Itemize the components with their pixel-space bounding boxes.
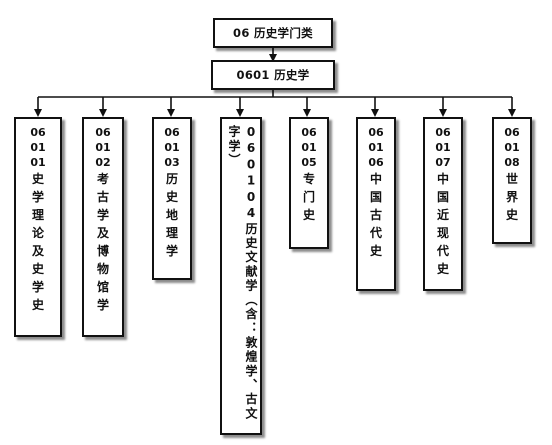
- code-part: 01: [368, 141, 384, 154]
- code-part: 06: [368, 156, 384, 169]
- name-char: 界: [505, 190, 518, 204]
- subject-label-060107: 06 01 07 中 国 近 现 代 史: [425, 125, 461, 278]
- code-part: 06: [30, 126, 46, 139]
- name-char: 学: [31, 280, 44, 294]
- first-level-discipline-box: 0601 历史学: [211, 60, 335, 90]
- name-char: 学: [96, 298, 109, 312]
- subject-box-060106: 06 01 06 中 国 古 代 史: [356, 117, 396, 291]
- name-char: 理: [31, 208, 44, 222]
- level1-name: 历史学: [274, 68, 310, 82]
- name-char: 中: [436, 172, 449, 186]
- name-char: 古: [369, 208, 382, 222]
- root-code: 06: [233, 26, 250, 40]
- root-category-box: 06 历史学门类: [213, 18, 333, 48]
- name-char: 博: [96, 244, 109, 258]
- code-part: 06: [95, 126, 111, 139]
- code-part: 06: [164, 126, 180, 139]
- name-char: 史: [302, 208, 315, 222]
- name-char: 史: [369, 244, 382, 258]
- name-char: 代: [436, 244, 449, 258]
- subject-box-060104: 060104历史文献学（含：敦煌学、古文字学）: [220, 117, 262, 435]
- name-char: 学: [165, 244, 178, 258]
- code-part: 01: [504, 141, 520, 154]
- subject-box-060105: 06 01 05 专 门 史: [289, 117, 329, 249]
- code-part: 07: [435, 156, 451, 169]
- name-char: 现: [436, 226, 449, 240]
- name-char: 学: [96, 208, 109, 222]
- name-char: 代: [369, 226, 382, 240]
- name-char: 世: [505, 172, 518, 186]
- name-char: 古: [96, 190, 109, 204]
- subject-label-060105: 06 01 05 专 门 史: [291, 125, 327, 224]
- subject-box-060103: 06 01 03 历 史 地 理 学: [152, 117, 192, 280]
- subject-label-060103: 06 01 03 历 史 地 理 学: [154, 125, 190, 260]
- name-char: 史: [31, 172, 44, 186]
- subject-box-060107: 06 01 07 中 国 近 现 代 史: [423, 117, 463, 291]
- name-char: 及: [96, 226, 109, 240]
- name-char: 馆: [96, 280, 109, 294]
- name-char: 论: [31, 226, 44, 240]
- name-char: 史: [31, 262, 44, 276]
- code-part: 06: [435, 126, 451, 139]
- code-part: 08: [504, 156, 520, 169]
- code-part: 06: [504, 126, 520, 139]
- subject-label-060101: 06 01 01 史 学 理 论 及 史 学 史: [16, 125, 60, 314]
- code-part: 06: [368, 126, 384, 139]
- subject-box-060102: 06 01 02 考 古 学 及 博 物 馆 学: [82, 117, 124, 337]
- code-part: 01: [30, 141, 46, 154]
- code-part: 01: [301, 141, 317, 154]
- name-char: 地: [165, 208, 178, 222]
- code-part: 03: [164, 156, 180, 169]
- level1-code: 0601: [236, 68, 270, 82]
- name-char: 国: [369, 190, 382, 204]
- name-char: 专: [302, 172, 315, 186]
- name-char: 近: [436, 208, 449, 222]
- subject-box-060108: 06 01 08 世 界 史: [492, 117, 532, 244]
- code-part: 01: [164, 141, 180, 154]
- name-char: 国: [436, 190, 449, 204]
- name-char: 及: [31, 244, 44, 258]
- name-char: 门: [302, 190, 315, 204]
- subject-label-060102: 06 01 02 考 古 学 及 博 物 馆 学: [84, 125, 122, 314]
- first-level-discipline-label: 0601 历史学: [213, 62, 333, 88]
- name-char: 学: [31, 190, 44, 204]
- name-char: 史: [505, 208, 518, 222]
- name-char: 史: [436, 262, 449, 276]
- code-part: 01: [95, 141, 111, 154]
- code-part: 01: [435, 141, 451, 154]
- subject-label-060106: 06 01 06 中 国 古 代 史: [358, 125, 394, 260]
- code-part: 01: [30, 156, 46, 169]
- code-part: 02: [95, 156, 111, 169]
- subject-label-060108: 06 01 08 世 界 史: [494, 125, 530, 224]
- name-char: 历: [165, 172, 178, 186]
- root-category-label: 06 历史学门类: [215, 20, 331, 46]
- name-char: 史: [31, 298, 44, 312]
- name-char: 中: [369, 172, 382, 186]
- code-part: 06: [301, 126, 317, 139]
- root-name: 历史学门类: [253, 26, 313, 40]
- name-char: 理: [165, 226, 178, 240]
- subject-box-060101: 06 01 01 史 学 理 论 及 史 学 史: [14, 117, 62, 337]
- subject-label-060104: 060104历史文献学（含：敦煌学、古文字学）: [227, 125, 258, 421]
- name-char: 物: [96, 262, 109, 276]
- name-char: 史: [165, 190, 178, 204]
- name-char: 考: [96, 172, 109, 186]
- code-part: 05: [301, 156, 317, 169]
